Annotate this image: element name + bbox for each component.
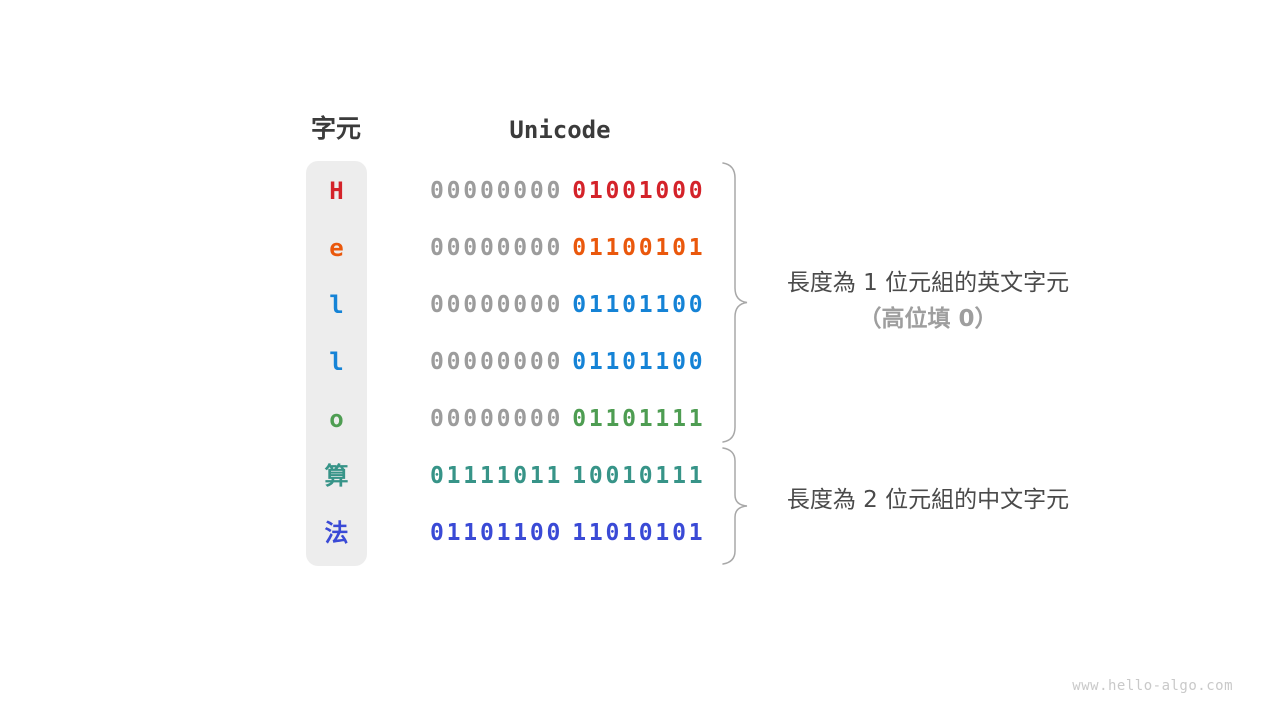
annotation-english: 長度為 1 位元組的英文字元 （高位填 0） [758, 269, 1098, 334]
byte-low: 01101111 [572, 406, 706, 432]
character-cell: e [329, 234, 344, 262]
character-cell: l [329, 291, 344, 319]
character-column-header: 字元 [310, 114, 361, 143]
annotation-chinese-line1: 長度為 2 位元組的中文字元 [786, 487, 1070, 513]
character-cell: 法 [324, 519, 349, 547]
byte-high: 01111011 [430, 463, 564, 489]
character-cell: l [329, 348, 344, 376]
character-cell: o [329, 405, 344, 433]
byte-low: 01001000 [572, 178, 706, 204]
binary-row: 00000000 01101100 [430, 290, 705, 320]
character-cell: 算 [324, 462, 349, 490]
byte-low: 01100101 [572, 235, 706, 261]
byte-high: 00000000 [430, 349, 564, 375]
binary-row: 00000000 01001000 [430, 176, 705, 206]
binary-row: 01101100 11010101 [430, 518, 705, 548]
binary-row: 01111011 10010111 [430, 461, 705, 491]
binary-row: 00000000 01101111 [430, 404, 705, 434]
byte-low: 11010101 [572, 520, 706, 546]
brace-english-group [722, 162, 748, 443]
byte-high: 00000000 [430, 292, 564, 318]
annotation-english-line2: （高位填 0） [858, 306, 998, 332]
byte-low: 01101100 [572, 292, 706, 318]
byte-high: 00000000 [430, 178, 564, 204]
unicode-column-header: Unicode [509, 116, 611, 144]
byte-high: 01101100 [430, 520, 564, 546]
binary-row: 00000000 01100101 [430, 233, 705, 263]
annotation-chinese: 長度為 2 位元組的中文字元 [758, 486, 1098, 515]
byte-low: 10010111 [572, 463, 706, 489]
byte-high: 00000000 [430, 235, 564, 261]
watermark: www.hello-algo.com [1072, 678, 1233, 694]
byte-high: 00000000 [430, 406, 564, 432]
annotation-english-line1: 長度為 1 位元組的英文字元 [786, 270, 1070, 296]
character-cell: H [329, 177, 344, 205]
byte-low: 01101100 [572, 349, 706, 375]
brace-chinese-group [722, 447, 748, 565]
character-column-pill [306, 161, 367, 566]
binary-row: 00000000 01101100 [430, 347, 705, 377]
